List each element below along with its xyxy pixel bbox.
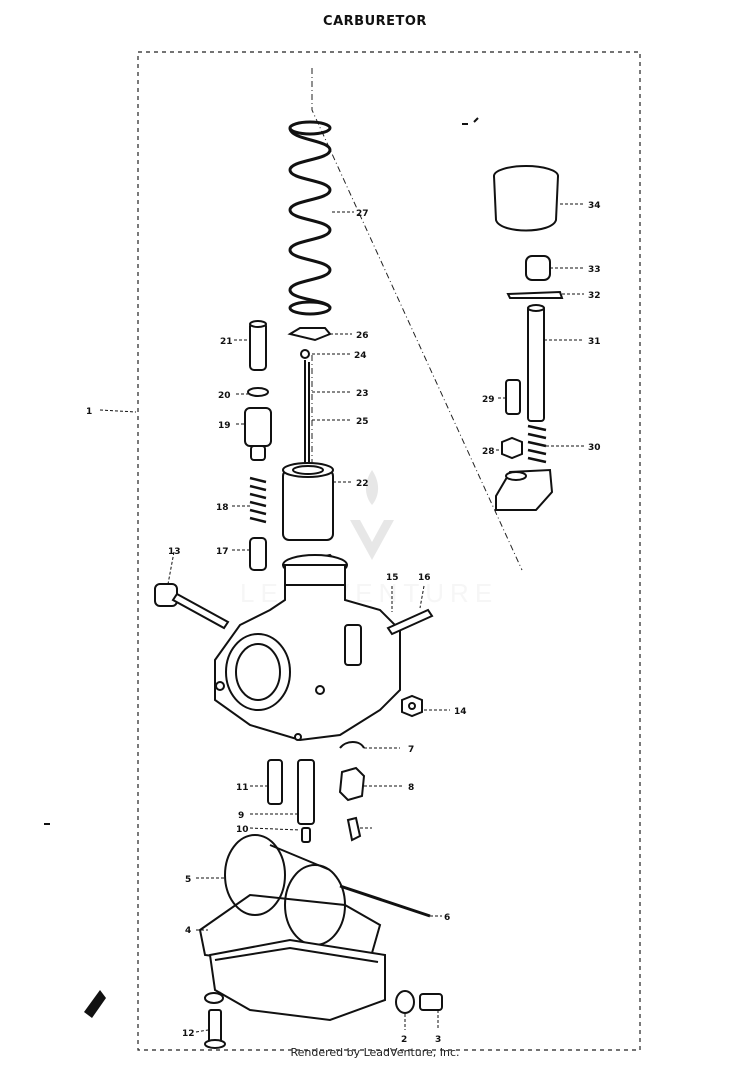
float-chamber: [208, 938, 386, 1022]
part-19-starter-plunger: [244, 407, 272, 461]
part-7-clip: [339, 741, 365, 749]
watermark-logo: LEADVENTURE: [240, 470, 492, 608]
label-1: 1: [86, 407, 92, 417]
label-28: 28: [482, 447, 495, 457]
label-18: 18: [216, 503, 229, 513]
label-15: 15: [386, 573, 399, 583]
part-26-clip: [287, 327, 332, 342]
part-28-nut: [501, 436, 523, 460]
leader-lines: [99, 203, 584, 1033]
part-11-pilot-jet: [267, 759, 283, 805]
label-29: 29: [482, 395, 495, 405]
label-23: 23: [356, 389, 369, 399]
label-5: 5: [185, 875, 191, 885]
part-labels: 1 2 3 4 5 6 7 8 9 10 11 12 13 14 15 16 1…: [86, 201, 601, 1045]
part-9-needle-jet: [297, 759, 315, 843]
label-13: 13: [168, 547, 181, 557]
label-10: 10: [236, 825, 249, 835]
part-5-float: [224, 834, 346, 946]
dashed-frame: [137, 51, 641, 1051]
part-27-spring: [288, 120, 332, 316]
part-17-plunger: [249, 537, 267, 571]
stray-mark-top: [462, 117, 479, 125]
label-9: 9: [238, 811, 244, 821]
label-3: 3: [435, 1035, 441, 1045]
label-24: 24: [354, 351, 367, 361]
label-7: 7: [408, 745, 414, 755]
part-31-starter-rod: [527, 304, 545, 422]
label-33: 33: [588, 265, 601, 275]
label-25: 25: [356, 417, 369, 427]
part-8-fitting: [338, 766, 366, 802]
label-27: 27: [356, 209, 369, 219]
part-23-jet-needle: [304, 360, 310, 465]
part-24-retainer: [300, 349, 310, 359]
label-19: 19: [218, 421, 231, 431]
part-32-clip: [506, 290, 564, 299]
part-float-valve: [346, 816, 362, 842]
part-6-float-pin: [339, 884, 431, 918]
part-12-washer: [204, 992, 224, 1004]
stray-mark-arrow: [84, 990, 106, 1018]
diagram-title: CARBURETOR: [323, 14, 427, 29]
footer-credit: Rendered by LeadVenture, Inc.: [290, 1046, 460, 1059]
part-33-seal: [525, 255, 551, 281]
label-20: 20: [218, 391, 231, 401]
label-26: 26: [356, 331, 369, 341]
part-22-throttle-valve: [282, 462, 334, 541]
label-34: 34: [588, 201, 601, 211]
part-13-screw: [154, 583, 230, 630]
part-2-washer: [395, 990, 415, 1014]
guide-line-main: [311, 68, 523, 571]
part-30-spring: [527, 424, 547, 464]
part-20-ring: [247, 387, 269, 397]
label-32: 32: [588, 291, 601, 301]
label-16: 16: [418, 573, 431, 583]
label-8: 8: [408, 783, 414, 793]
label-21: 21: [220, 337, 233, 347]
label-30: 30: [588, 443, 601, 453]
part-12-screw: [204, 1009, 226, 1049]
label-6: 6: [444, 913, 450, 923]
part-15-16-idle-screw: [386, 608, 434, 636]
label-11: 11: [236, 783, 249, 793]
part-34-cap: [493, 165, 559, 232]
label-17: 17: [216, 547, 229, 557]
part-14-nut: [401, 694, 423, 718]
part-3-drain-plug: [419, 993, 443, 1011]
label-22: 22: [356, 479, 369, 489]
part-21-cap: [249, 320, 267, 371]
label-2: 2: [401, 1035, 407, 1045]
part-18-spring: [249, 476, 267, 524]
label-14: 14: [454, 707, 467, 717]
carburetor-body: [214, 553, 401, 742]
label-4: 4: [185, 926, 191, 936]
label-31: 31: [588, 337, 601, 347]
label-12: 12: [182, 1029, 195, 1039]
part-30-base-plate: [495, 468, 554, 511]
part-29-plunger: [505, 379, 521, 415]
